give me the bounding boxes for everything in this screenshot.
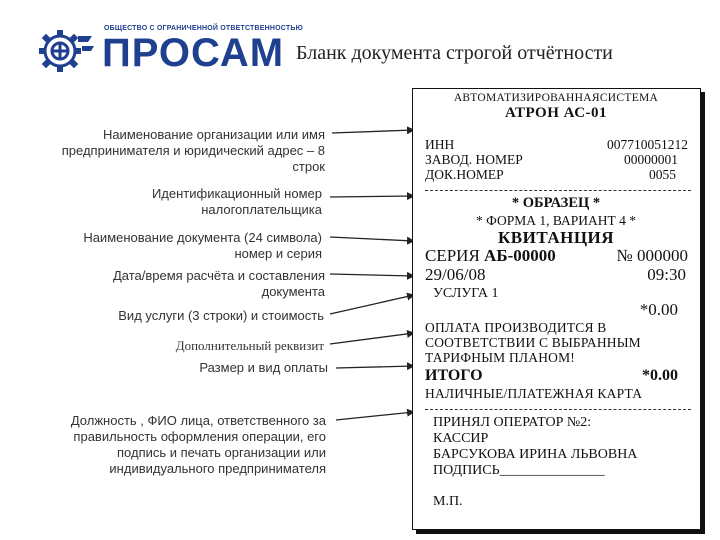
annotation-datetime: Дата/время расчёта и составления докумен… [112,268,325,299]
receipt-series-label: СЕРИЯ [425,246,480,265]
receipt-signature: ПОДПИСЬ_______________ [433,463,605,478]
receipt-fio: БАРСУКОВА ИРИНА ЛЬВОВНА [433,447,638,462]
receipt-series: СЕРИЯ АБ-00000 [425,246,556,266]
receipt-sample: АВТОМАТИЗИРОВАННАЯСИСТЕМА АТРОН АС-01 ИН… [412,88,701,530]
receipt-service-price: *0.00 [639,300,678,319]
receipt-time: 09:30 [647,265,686,284]
arrow-organization [331,126,415,135]
receipt-form-variant: * ФОРМА 1, ВАРИАНТ 4 * [476,213,636,228]
receipt-doc-type: КВИТАНЦИЯ [497,228,615,247]
receipt-position: КАССИР [433,431,489,446]
gear-logo-icon [39,30,94,72]
receipt-factory-value: 00000001 [624,152,678,167]
arrow-inn [329,192,415,201]
receipt-sample-label: * ОБРАЗЕЦ * [511,195,601,211]
receipt-total-value: *0.00 [642,367,678,384]
receipt-payment-note-2: СООТВЕТСТВИИ С ВЫБРАННЫМ [425,335,641,350]
annotation-payment: Размер и вид оплаты [199,360,328,375]
arrow-datetime [329,271,415,280]
arrow-responsible-person [335,408,415,421]
logo-caption: ОБЩЕСТВО С ОГРАНИЧЕННОЙ ОТВЕТСТВЕННОСТЬЮ [104,25,303,32]
receipt-series-value: АБ-00000 [484,246,556,265]
arrow-payment [335,362,415,371]
logo-wordmark: ПРОСАМ [102,31,285,75]
receipt-inn-label: ИНН [425,137,455,152]
annotation-document-name: Наименование документа (24 символа) номе… [83,230,322,261]
receipt-doc-label: ДОК.НОМЕР [425,167,504,182]
receipt-system-name: АТРОН АС-01 [504,105,608,121]
annotation-organization: Наименование организации или имя предпри… [61,127,325,174]
annotation-extra-requisite: Дополнительный реквизит [175,338,324,353]
receipt-payment-note-1: ОПЛАТА ПРОИЗВОДИТСЯ В [425,320,607,335]
receipt-number: № 000000 [616,246,688,265]
receipt-operator: ПРИНЯЛ ОПЕРАТОР №2: [433,415,592,430]
arrow-document-name [329,236,415,245]
annotation-responsible-person: Должность , ФИО лица, ответственного за … [70,413,326,476]
arrow-service [329,292,415,315]
receipt-service: УСЛУГА 1 [433,286,499,301]
receipt-payment-note-3: ТАРИФНЫМ ПЛАНОМ! [425,350,575,365]
company-logo: ОБЩЕСТВО С ОГРАНИЧЕННОЙ ОТВЕТСТВЕННОСТЬЮ… [38,24,303,75]
receipt-system-line: АВТОМАТИЗИРОВАННАЯСИСТЕМА [453,92,659,104]
receipt-divider-bottom [425,409,691,410]
annotation-inn: Идентификационный номер налогоплательщик… [151,186,322,217]
annotation-service: Вид услуги (3 строки) и стоимость [118,308,324,323]
page-title: Бланк документа строгой отчётности [296,42,613,64]
receipt-payment-type: НАЛИЧНЫЕ/ПЛАТЕЖНАЯ КАРТА [425,386,643,401]
receipt-total-label: ИТОГО [425,367,483,384]
receipt-divider-top [425,190,691,191]
receipt-factory-label: ЗАВОД. НОМЕР [425,152,523,167]
receipt-stamp: М.П. [433,494,463,509]
receipt-inn-value: 007710051212 [607,137,688,152]
receipt-doc-value: 0055 [649,167,676,182]
arrow-extra-requisite [329,329,415,345]
receipt-date: 29/06/08 [425,265,486,284]
